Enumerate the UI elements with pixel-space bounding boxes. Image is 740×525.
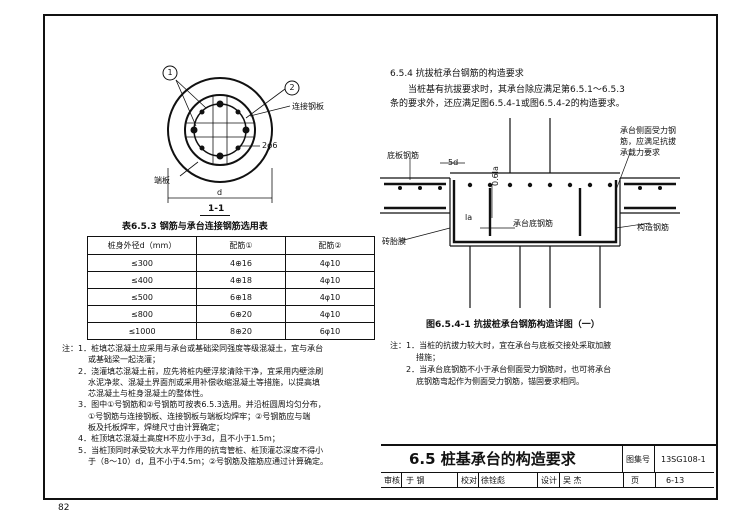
- table-cell: 4⊕16: [196, 254, 286, 272]
- table-cell: 6⊕18: [196, 288, 286, 306]
- designer-name: 吴 杰: [563, 476, 582, 485]
- signature-row: [381, 473, 714, 488]
- table-cell: ≤300: [87, 254, 197, 272]
- divider: [537, 473, 538, 488]
- reviewer-name: 于 钢: [406, 476, 425, 485]
- label-cap-bottom-rebar: 承台底钢筋: [513, 219, 553, 228]
- uplift-pile-cap-diagram: [380, 118, 680, 308]
- note-line: 水泥净浆、混凝土界面剂或采用补偿收缩混凝土等措施，以提高填: [88, 377, 320, 387]
- label-end-plate: 端板: [154, 176, 170, 185]
- section-mark-1-1: 1-1: [208, 204, 225, 214]
- note-line: 2．浇灌填芯混凝土前，应先将桩内壁浮浆清除干净，宜采用内壁涂刷: [78, 366, 324, 376]
- label-side-rebar: 承台侧面受力钢: [620, 126, 676, 135]
- label-tie-rebar: 构造钢筋: [637, 223, 669, 232]
- note-line: 注：1．当桩的抗拔力较大时，宜在承台与底板交接处采取加腋: [390, 341, 612, 350]
- table-cell: 8⊕20: [196, 322, 286, 340]
- note-line: 4．桩顶填芯混凝土高度H不应小于3d，且不小于1.5m；: [78, 434, 280, 444]
- label-side-rebar: 承载力要求: [620, 148, 660, 157]
- note-line: 或基础梁一起浇灌；: [88, 355, 160, 365]
- note-line: 芯混凝土与桩身混凝土的整体性。: [88, 389, 208, 399]
- table-header-row: 桩身外径d（mm） 配筋① 配筋②: [87, 236, 375, 255]
- right-notes: 注：1．当桩的抗拔力较大时，宜在承台与底板交接处采取加腋 措施； 2．当承台底钢…: [390, 340, 611, 388]
- label-dim-06la: 0.6la: [491, 166, 500, 186]
- body-paragraph-line: 条的要求外，还应满足图6.5.4-1或图6.5.4-2的构造要求。: [390, 99, 625, 109]
- rebar-selection-table: 桩身外径d（mm） 配筋① 配筋② ≤300 4⊕16 4φ10 ≤400 4⊕…: [87, 236, 375, 340]
- note-line: 2．当承台底钢筋不小于承台侧面受力钢筋时，也可将承台: [406, 365, 612, 374]
- page-number: 82: [58, 503, 70, 513]
- table-cell: 4φ10: [285, 305, 375, 323]
- table-cell: ≤1000: [87, 322, 197, 340]
- note-line: 于（8～10）d，且不小于4.5m；②号钢筋及箍筋应通过计算确定。: [88, 456, 329, 466]
- atlas-no-cell: [655, 446, 714, 473]
- atlas-number: 13SG108-1: [661, 455, 706, 464]
- page-value: 6-13: [666, 476, 685, 485]
- divider: [478, 473, 479, 488]
- checker-name: 徐铨彪: [481, 476, 505, 485]
- table-cell: 4φ10: [285, 254, 375, 272]
- divider: [457, 473, 458, 488]
- title-cell: [381, 446, 623, 473]
- review-label: 审核: [384, 476, 400, 485]
- table-row: ≤1000 8⊕20 6φ10: [87, 322, 375, 340]
- figure-caption: 图6.5.4-1 抗拔桩承台钢筋构造详图（一）: [426, 320, 600, 330]
- table-cell: ≤800: [87, 305, 197, 323]
- label-diameter-d: d: [217, 188, 223, 197]
- label-connecting-plate: 连接钢板: [292, 102, 324, 111]
- atlas-label-cell: [623, 446, 655, 473]
- table-title: 表6.5.3 钢筋与承台连接钢筋选用表: [122, 222, 268, 232]
- note-line: 3．图中①号钢筋和②号钢筋可按表6.5.3选用。并沿桩圆周均匀分布，: [78, 400, 326, 410]
- design-label: 设计: [541, 476, 557, 485]
- left-notes: 注：1．桩填芯混凝土应采用与承台或基础梁同强度等级混凝土，宜与承台 或基础梁一起…: [62, 343, 328, 467]
- table-row: ≤500 6⊕18 4φ10: [87, 288, 375, 306]
- label-dim-la: la: [465, 213, 473, 222]
- section-title: 6.5 桩基承台的构造要求: [409, 450, 576, 468]
- body-paragraph-line: 当桩基有抗拔要求时，其承台除应满足第6.5.1～6.5.3: [408, 85, 625, 95]
- table-header: 配筋①: [196, 236, 286, 255]
- note-line: 注：1．桩填芯混凝土应采用与承台或基础梁同强度等级混凝土，宜与承台: [62, 344, 324, 353]
- drawing-frame: [43, 14, 718, 500]
- table-cell: 4φ10: [285, 288, 375, 306]
- table-cell: 4⊕18: [196, 271, 286, 289]
- note-line: 底钢筋弯起作为侧面受力钢筋，锚固要求相同。: [416, 377, 584, 386]
- label-dim-5d: 5d: [448, 158, 459, 167]
- callout-2-label: 2: [289, 83, 295, 92]
- divider: [655, 473, 656, 488]
- callout-1-label: 1: [167, 68, 173, 77]
- table-cell: 6φ10: [285, 322, 375, 340]
- divider: [623, 473, 624, 488]
- label-side-rebar: 筋，应满足抗拔: [620, 137, 676, 146]
- table-cell: 6⊕20: [196, 305, 286, 323]
- title-block: 6.5 桩基承台的构造要求 图集号 13SG108-1 审核 于 钢 校对 徐铨…: [381, 444, 718, 500]
- label-weld-rebar: 2φ6: [262, 141, 278, 150]
- table-row: ≤400 4⊕18 4φ10: [87, 271, 375, 289]
- check-label: 校对: [461, 476, 477, 485]
- pile-section-diagram: [162, 65, 300, 203]
- table-cell: ≤500: [87, 288, 197, 306]
- table-cell: 4φ10: [285, 271, 375, 289]
- atlas-label: 图集号: [626, 455, 650, 464]
- note-line: 板及托板焊牢，焊缝尺寸由计算确定；: [88, 423, 224, 433]
- divider: [401, 473, 402, 488]
- label-tire-membrane: 砖胎膜: [382, 237, 406, 246]
- table-header: 桩身外径d（mm）: [87, 236, 197, 255]
- note-line: 措施；: [416, 353, 440, 362]
- note-line: 5．当桩顶同时承受较大水平力作用的抗弯管桩、桩顶灌芯深度不得小: [78, 445, 324, 455]
- section-heading: 6.5.4 抗拔桩承台钢筋的构造要求: [390, 69, 524, 79]
- table-row: ≤300 4⊕16 4φ10: [87, 254, 375, 272]
- divider: [559, 473, 560, 488]
- section-mark-underline: [200, 215, 230, 216]
- table-cell: ≤400: [87, 271, 197, 289]
- note-line: ①号钢筋与连接钢板、连接钢板与端板均焊牢；②号钢筋应与端: [88, 411, 311, 421]
- table-header: 配筋②: [285, 236, 375, 255]
- label-bottom-plate-rebar: 底板钢筋: [387, 151, 419, 160]
- page-label: 页: [631, 476, 639, 485]
- table-row: ≤800 6⊕20 4φ10: [87, 305, 375, 323]
